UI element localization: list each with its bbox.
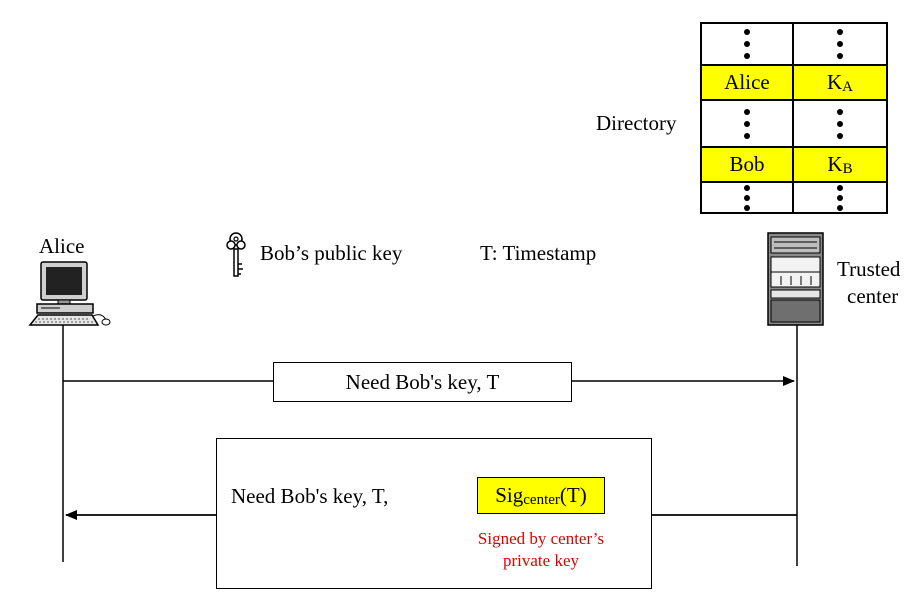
request-message-text: Need Bob's key, T bbox=[345, 369, 500, 394]
directory-name-bob: Bob bbox=[702, 148, 794, 181]
vertical-dots bbox=[744, 108, 750, 139]
legend-public-key: Bob’s public key bbox=[260, 241, 403, 265]
key-icon-legend bbox=[226, 232, 246, 277]
directory-row bbox=[702, 101, 886, 146]
directory-row bbox=[702, 24, 886, 64]
vertical-dots bbox=[744, 29, 750, 59]
vertical-dots bbox=[744, 184, 750, 211]
request-message-box: Need Bob's key, T bbox=[273, 362, 572, 402]
legend-timestamp: T: Timestamp bbox=[480, 241, 597, 265]
response-message-text: Need Bob's key, T, bbox=[231, 484, 389, 508]
alice-label: Alice bbox=[39, 234, 85, 258]
directory-label: Directory bbox=[596, 111, 677, 135]
center-label-line2: center bbox=[847, 284, 899, 308]
vertical-dots bbox=[837, 29, 843, 59]
directory-row bbox=[702, 183, 886, 212]
signature-note: Signed by center’s private key bbox=[477, 529, 605, 571]
vertical-dots bbox=[837, 108, 843, 139]
server-icon bbox=[767, 232, 824, 326]
computer-icon bbox=[28, 261, 111, 326]
directory-name-alice: Alice bbox=[702, 66, 794, 99]
vertical-dots bbox=[837, 184, 843, 211]
center-label-line1: Trusted bbox=[837, 257, 901, 281]
